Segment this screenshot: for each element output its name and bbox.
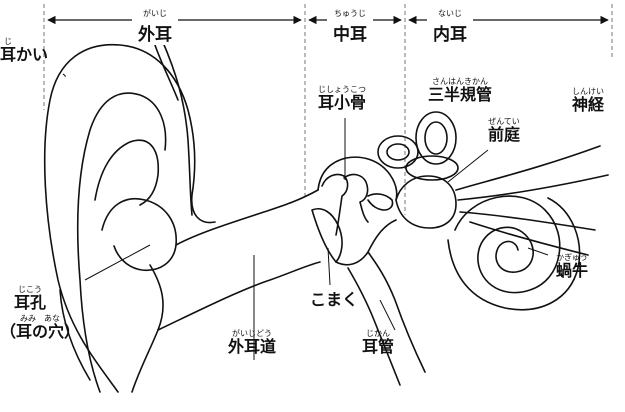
section-middle: ちゅうじ 中耳 — [327, 8, 373, 45]
nerve-middle — [458, 175, 608, 200]
section-middle-ruby: ちゅうじ — [333, 8, 367, 19]
middle-ear-wall-bottom — [336, 220, 396, 265]
section-outer: がいじ 外耳 — [132, 8, 178, 45]
leader-eustachian — [380, 300, 395, 330]
eardrum-shape — [312, 209, 342, 262]
label-ossicles-text: 耳小骨 — [318, 95, 366, 111]
antihelix — [95, 140, 158, 205]
leader-vestibule — [448, 150, 488, 182]
leader-lines — [85, 118, 548, 360]
label-eustachian-text: 耳管 — [362, 339, 394, 355]
label-ear-canal-text: 外耳道 — [228, 339, 276, 355]
section-outer-label: 外耳 — [138, 25, 172, 45]
label-auricle-extra: 、 — [62, 66, 74, 78]
section-middle-label: 中耳 — [333, 25, 367, 45]
canal-anterior-inner — [387, 144, 409, 160]
leader-earhole — [85, 245, 150, 280]
leader-cochlea — [528, 248, 548, 255]
ear-canal-lower — [158, 262, 320, 330]
label-nerve-text: 神経 — [572, 97, 604, 113]
section-inner: ないじ 内耳 — [427, 8, 473, 45]
label-nerve: しんけい 神経 — [572, 88, 604, 113]
canal-posterior-inner — [425, 122, 447, 154]
label-eardrum: こまく — [310, 292, 358, 308]
nerve-upper — [456, 146, 600, 190]
skin-line — [162, 40, 192, 215]
section-inner-ruby: ないじ — [433, 8, 467, 19]
tragus — [132, 265, 163, 392]
label-vestibule: ぜんてい 前庭 — [488, 118, 520, 143]
label-canals: さんはんきかん 三半規管 — [428, 78, 492, 103]
label-ear-canal: がいじどう 外耳道 — [228, 330, 276, 355]
stapes — [368, 194, 393, 210]
nerve-lower — [460, 212, 595, 230]
section-outer-ruby: がいじ — [138, 8, 172, 19]
label-auricle: じ 耳かい — [0, 38, 48, 63]
label-eardrum-text: こまく — [310, 292, 358, 308]
label-earhole: じこう 耳孔 — [14, 286, 46, 311]
label-cochlea-text: 蝸牛 — [556, 263, 588, 279]
label-vestibule-text: 前庭 — [488, 127, 520, 143]
label-earhole-alt: みみ あな （耳の穴） — [0, 315, 80, 340]
label-earhole-text: 耳孔 — [14, 295, 46, 311]
label-eustachian: じかん 耳管 — [362, 330, 394, 355]
malleus — [322, 174, 348, 235]
canal-anterior — [378, 136, 418, 168]
section-inner-label: 内耳 — [433, 25, 467, 45]
label-ossicles: じしょうこつ 耳小骨 — [318, 86, 366, 111]
eustachian-lower — [348, 268, 400, 385]
label-cochlea: かぎゅう 蝸牛 — [556, 254, 588, 279]
label-auricle-text: 耳かい — [0, 47, 48, 63]
label-canals-text: 三半規管 — [428, 87, 492, 103]
label-earhole-alt-text: （耳の穴） — [0, 324, 80, 340]
auricle-helix-inner — [78, 93, 166, 392]
concha — [102, 199, 176, 271]
